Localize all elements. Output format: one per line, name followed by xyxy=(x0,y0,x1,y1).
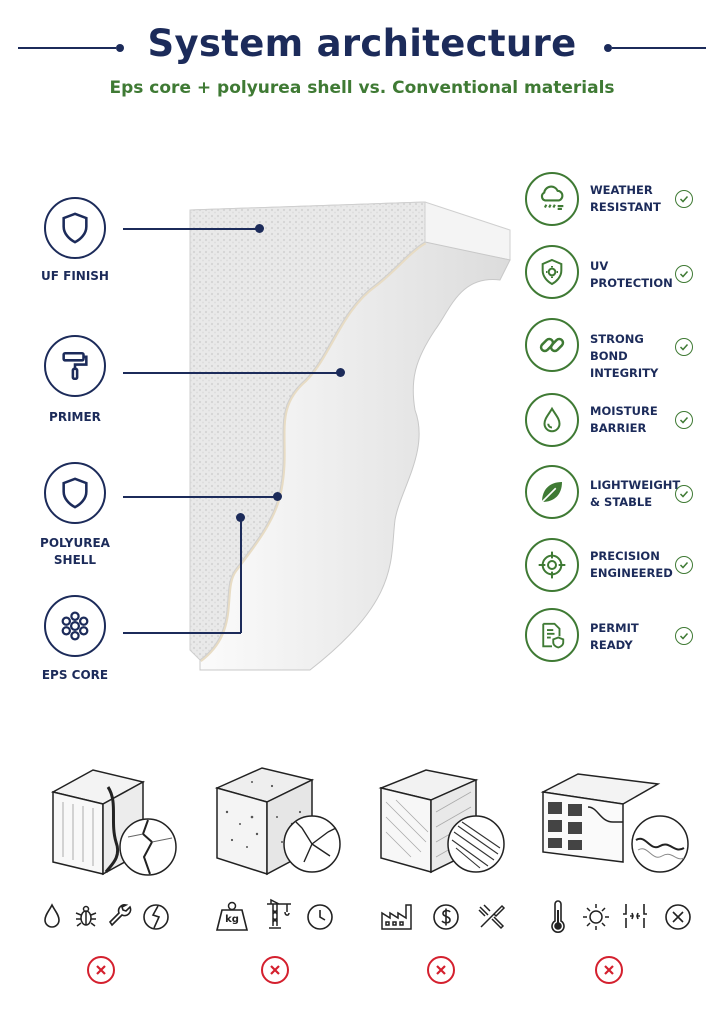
check-icon xyxy=(679,270,689,278)
material-illustration-concrete xyxy=(214,767,341,876)
leader-dot-primer xyxy=(336,368,345,377)
layer-icon-primer xyxy=(44,335,106,397)
layer-label-uf-finish: UF FINISH xyxy=(41,269,109,283)
wrench-icon xyxy=(108,904,132,927)
leader-polyurea-shell xyxy=(123,496,277,498)
feature-check-weather xyxy=(675,190,693,208)
factory-icon xyxy=(381,904,412,930)
feature-label-moisture: MOISTURE BARRIER xyxy=(590,404,658,435)
leader-eps-core-vertical xyxy=(240,518,242,633)
bug-icon xyxy=(75,905,97,927)
page-title: System architecture xyxy=(147,22,577,65)
feature-label-permit: PERMIT READY xyxy=(590,621,639,652)
chain-link-icon xyxy=(539,337,565,353)
water-drop-icon xyxy=(44,903,60,928)
weather-cloud-icon xyxy=(540,185,564,210)
feature-icon-moisture xyxy=(525,393,579,447)
leader-dot-polyurea-shell xyxy=(273,492,282,501)
feature-icon-precision xyxy=(525,538,579,592)
layer-label-primer: PRIMER xyxy=(49,410,101,424)
feature-check-moisture xyxy=(675,411,693,429)
x-icon xyxy=(604,965,614,975)
title-dot-right xyxy=(604,44,612,52)
check-icon xyxy=(679,416,689,424)
feature-icon-bond xyxy=(525,318,579,372)
crane-icon xyxy=(267,898,291,929)
leader-dot-eps-core xyxy=(236,513,245,522)
feature-check-permit xyxy=(675,627,693,645)
weight-unit-label: kg xyxy=(225,914,239,925)
material-status-x-mdf xyxy=(427,956,455,984)
feature-icon-weather xyxy=(525,172,579,226)
tools-icon xyxy=(478,904,506,930)
feature-icon-uv xyxy=(525,245,579,299)
leader-primer xyxy=(123,372,341,374)
weight-icon xyxy=(215,901,249,931)
material-illustration-mdf xyxy=(378,769,505,874)
feature-label-precision: PRECISION ENGINEERED xyxy=(590,549,673,580)
layer-icon-eps-core xyxy=(44,595,106,657)
x-icon xyxy=(96,965,106,975)
check-icon xyxy=(679,490,689,498)
paint-roller-icon xyxy=(62,351,88,381)
x-icon xyxy=(270,965,280,975)
x-icon xyxy=(436,965,446,975)
material-status-x-pvc xyxy=(595,956,623,984)
thermometer-icon xyxy=(551,900,565,933)
header: System architecture Eps core + polyurea … xyxy=(0,0,724,110)
layer-icon-polyurea-shell xyxy=(44,462,106,524)
feature-check-uv xyxy=(675,265,693,283)
crosshair-target-icon xyxy=(538,551,566,579)
feature-check-lightweight xyxy=(675,485,693,503)
feature-label-weather: WEATHER RESISTANT xyxy=(590,183,661,214)
title-dot-left xyxy=(116,44,124,52)
sun-icon xyxy=(583,904,609,930)
layer-label-eps-core: EPS CORE xyxy=(41,668,109,682)
material-status-x-wood xyxy=(87,956,115,984)
page-subtitle: Eps core + polyurea shell vs. Convention… xyxy=(109,78,615,98)
expansion-gap-icon xyxy=(623,904,647,928)
check-icon xyxy=(679,195,689,203)
feature-label-uv: UV PROTECTION xyxy=(590,259,673,290)
feature-label-bond: STRONG BOND INTEGRITY xyxy=(590,332,659,380)
leader-dot-uf-finish xyxy=(255,224,264,233)
eps-beads-icon xyxy=(61,611,89,641)
leader-eps-core xyxy=(123,632,241,634)
material-illustration-wood xyxy=(50,769,177,876)
check-icon xyxy=(679,561,689,569)
feature-label-lightweight: LIGHTWEIGHT & STABLE xyxy=(590,478,681,509)
dollar-coin-icon xyxy=(433,904,459,930)
feature-icon-lightweight xyxy=(525,465,579,519)
corbel-bracket-illustration xyxy=(189,201,511,671)
cross-circle-icon xyxy=(665,904,691,930)
water-drop-icon xyxy=(543,406,561,433)
title-rule-right xyxy=(612,47,706,49)
layer-label-polyurea-shell: POLYUREA SHELL xyxy=(40,536,110,567)
document-shield-icon xyxy=(542,622,565,649)
shield-icon xyxy=(62,212,88,244)
leaf-icon xyxy=(541,482,562,503)
material-illustration-pvc xyxy=(540,773,689,873)
layer-icon-uf-finish xyxy=(44,197,106,259)
clock-icon xyxy=(307,904,333,930)
feature-icon-permit xyxy=(525,608,579,662)
feature-check-bond xyxy=(675,338,693,356)
uv-sun-shield-icon xyxy=(541,258,563,286)
crack-icon xyxy=(143,904,169,930)
shield-icon xyxy=(62,477,88,509)
material-status-x-concrete xyxy=(261,956,289,984)
title-rule-left xyxy=(18,47,116,49)
check-icon xyxy=(679,343,689,351)
check-icon xyxy=(679,632,689,640)
feature-check-precision xyxy=(675,556,693,574)
leader-uf-finish xyxy=(123,228,259,230)
